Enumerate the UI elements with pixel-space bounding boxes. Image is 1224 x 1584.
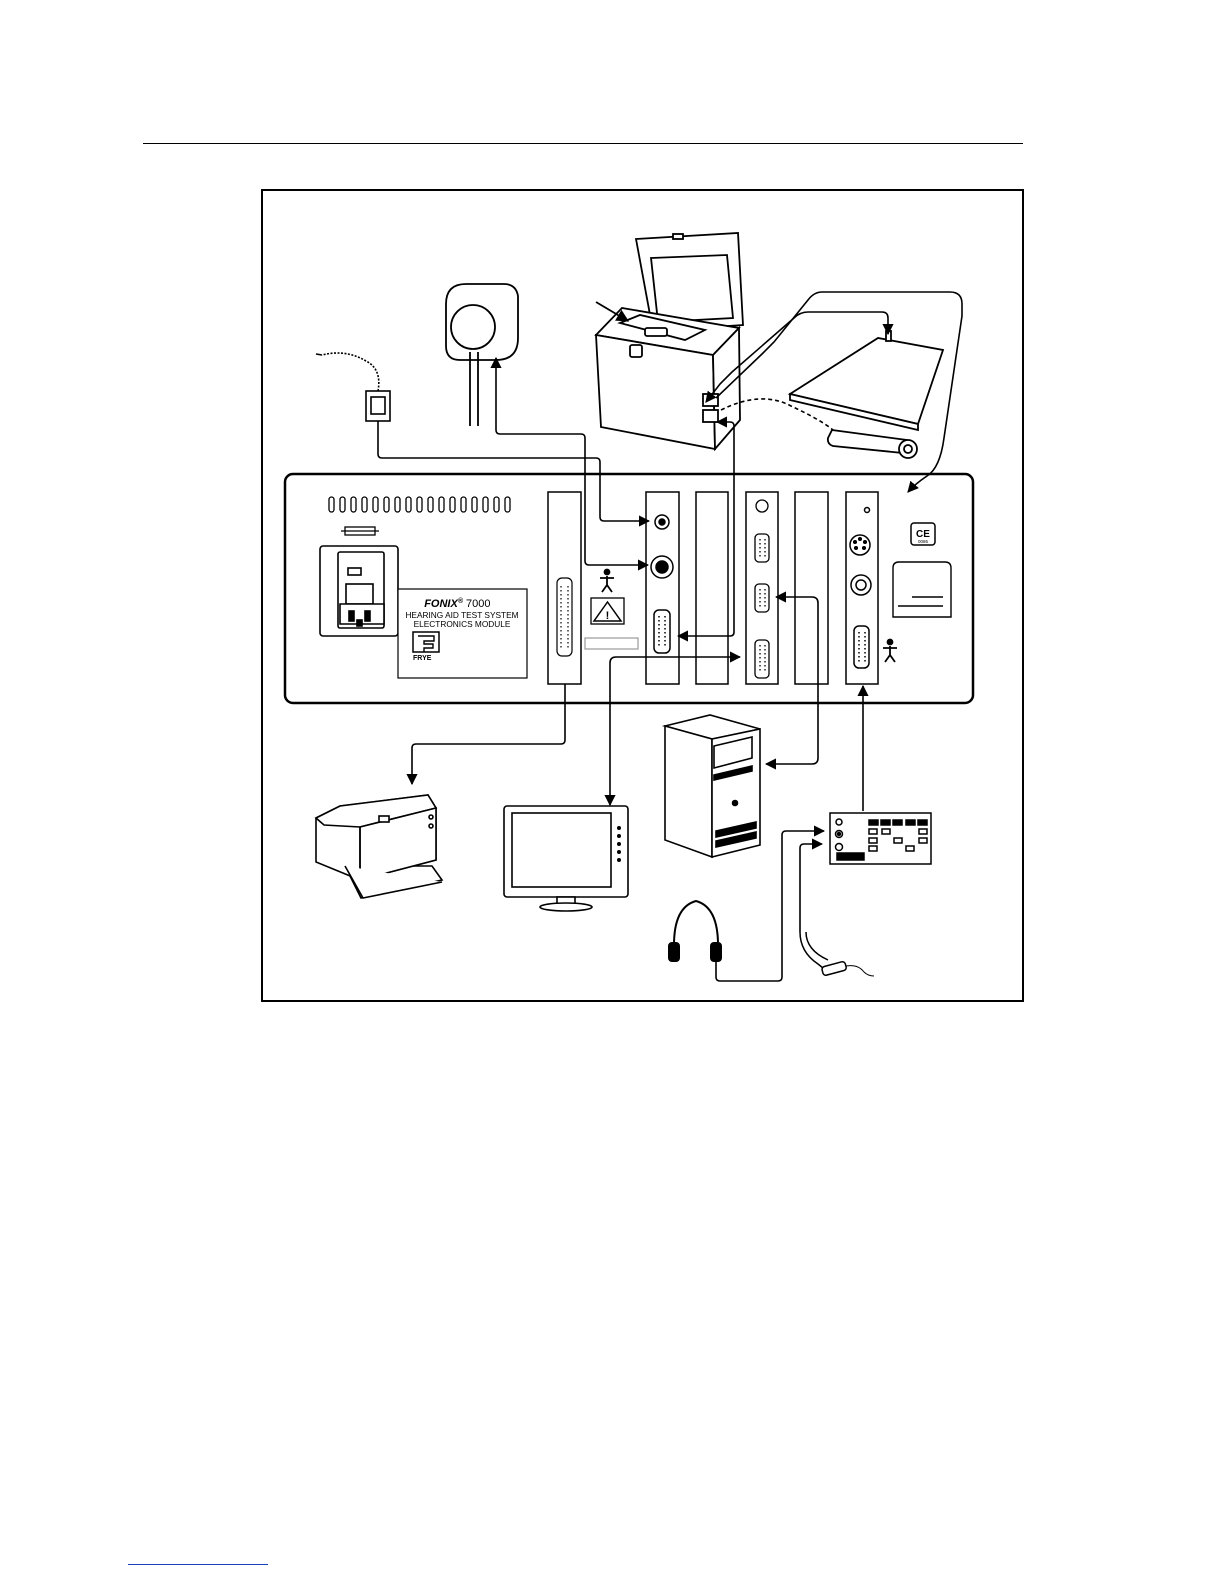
info-label bbox=[893, 562, 951, 617]
probe-microphone bbox=[316, 353, 390, 421]
headphones bbox=[669, 901, 721, 961]
computer-tower bbox=[665, 715, 760, 857]
monitor bbox=[504, 806, 628, 911]
warning-symbol: ! bbox=[606, 610, 610, 622]
ce-number: 0086 bbox=[918, 539, 929, 544]
ear-probe bbox=[800, 932, 874, 976]
module-brand: FONIX bbox=[424, 598, 458, 610]
serial-label bbox=[585, 638, 638, 649]
maker-name: FRYE bbox=[413, 655, 432, 662]
module-title-line2: ELECTRONICS MODULE bbox=[414, 619, 511, 629]
speaker bbox=[446, 284, 518, 426]
module-registered: ® bbox=[458, 597, 464, 605]
footnote-rule bbox=[128, 1564, 268, 1565]
power-inlet bbox=[320, 546, 398, 636]
printer bbox=[316, 795, 442, 898]
flat-panel bbox=[790, 331, 943, 430]
vent-slots bbox=[329, 497, 510, 512]
test-chamber bbox=[596, 233, 743, 449]
frye-logo bbox=[413, 632, 439, 652]
keypad-unit bbox=[830, 813, 931, 864]
probe-wand bbox=[828, 430, 917, 458]
printer-port bbox=[557, 578, 572, 656]
module-model: 7000 bbox=[466, 598, 490, 610]
electronics-module: FONIX® 7000 HEARING AID TEST SYSTEM ELEC… bbox=[285, 474, 973, 703]
